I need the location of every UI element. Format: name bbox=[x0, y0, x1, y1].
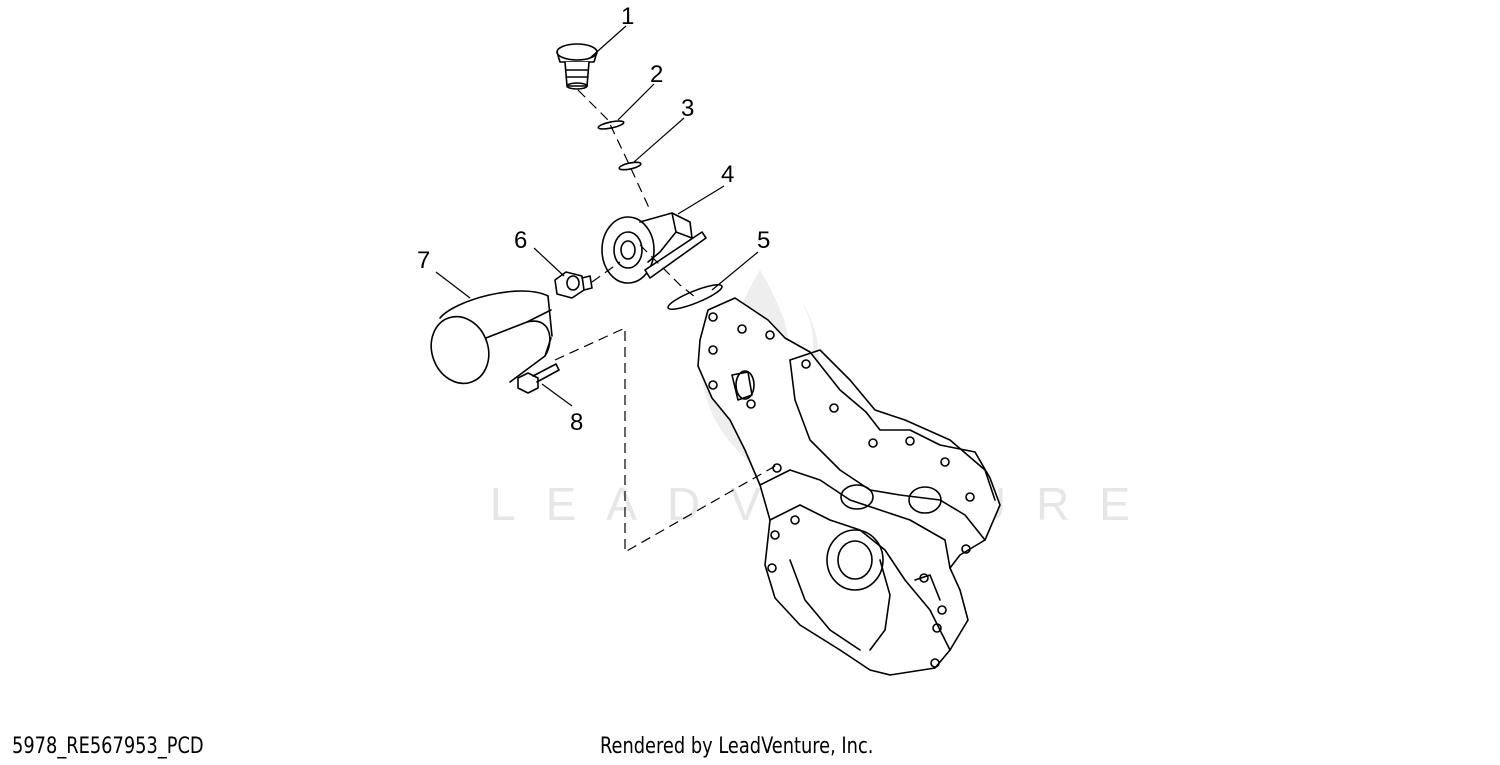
part-7-oil-filter bbox=[430, 290, 553, 385]
callout-3: 3 bbox=[681, 95, 694, 122]
callout-7: 7 bbox=[417, 247, 430, 274]
callout-8: 8 bbox=[570, 409, 583, 436]
part-5-gasket bbox=[667, 283, 723, 311]
render-credit-label: Rendered by LeadVenture, Inc. bbox=[600, 734, 874, 759]
callout-5: 5 bbox=[757, 227, 770, 254]
part-4-filter-adapter bbox=[601, 212, 707, 284]
assembly-center-lines bbox=[554, 89, 778, 554]
part-3-o-ring bbox=[618, 161, 642, 171]
part-8-bolt bbox=[517, 363, 560, 394]
part-6-nipple-fitting bbox=[554, 271, 593, 299]
front-cover-bolt-holes bbox=[708, 312, 975, 668]
callout-6: 6 bbox=[514, 227, 527, 254]
diagram-code-label: 5978_RE567953_PCD bbox=[12, 734, 204, 759]
callouts: 1 2 3 4 5 6 7 8 bbox=[417, 3, 770, 436]
callout-2: 2 bbox=[650, 61, 663, 88]
callout-4: 4 bbox=[721, 161, 734, 188]
part-1-plug bbox=[556, 43, 598, 90]
callout-1: 1 bbox=[621, 3, 634, 30]
front-cover bbox=[697, 297, 1001, 676]
callout-leader-lines bbox=[435, 25, 759, 407]
